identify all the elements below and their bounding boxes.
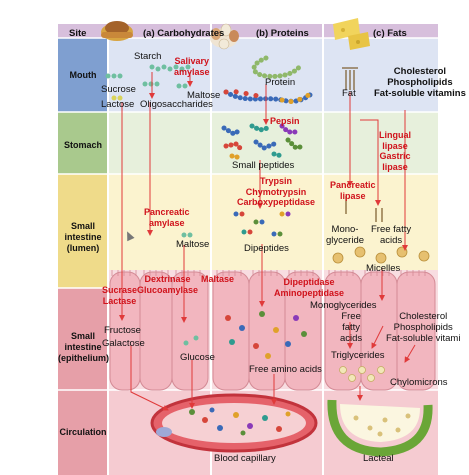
epithelium-lipids-list: Cholesterol Phospholipids Fat-soluble vi… (386, 311, 461, 344)
site-mouth-cell (58, 38, 108, 112)
site-stomach-cell (58, 112, 108, 174)
pepsin-label: Pepsin (270, 116, 300, 126)
micelles-label: Micelles (366, 263, 401, 274)
lingual-gastric-lipase-label: Lingual lipase Gastric lipase (379, 130, 411, 172)
fat-molecule-glyphs (342, 67, 383, 222)
header-site: Site (69, 28, 87, 39)
site-mouth: Mouth (69, 70, 97, 80)
starch-label: Starch (134, 51, 162, 62)
free-amino-acids-label: Free amino acids (249, 364, 322, 375)
brush-border-peptidases-label: Dipeptidase Aminopeptidase (274, 277, 345, 298)
site-circulation-cell (58, 390, 108, 475)
dipeptides (233, 211, 291, 237)
protein-label: Protein (265, 77, 296, 88)
site-lumen-cell (58, 174, 108, 288)
small-peptides (221, 123, 307, 161)
dextrinase-glucoamylase-label: Dextrinase Glucoamylase (137, 274, 199, 295)
free-fatty-acids-epi-label: Free fatty acids (340, 311, 363, 344)
dipeptides-label: Dipeptides (244, 243, 289, 254)
fat-label: Fat (342, 88, 356, 99)
blood-capillary-shape (150, 393, 318, 453)
galactose-label: Galactose (102, 338, 145, 349)
chylomicron-dots (339, 366, 385, 382)
small-peptides-label: Small peptides (232, 160, 295, 171)
lactose-label: Lactose (101, 99, 135, 110)
glucose-label: Glucose (180, 352, 215, 363)
monoglyceride-label: Mono- glyceride (326, 224, 365, 246)
carb-molecules (105, 64, 199, 346)
pancreatic-proteases-label: Trypsin Chymotrypsin Carboxypeptidase (237, 176, 316, 207)
sucrase-lactase-label: Sucrase Lactase (102, 285, 138, 306)
site-small-intestine-lumen: Small intestine (lumen) (64, 221, 102, 253)
salivary-amylase-label: Salivary amylase (174, 56, 210, 77)
maltose-lumen-label: Maltose (176, 239, 210, 250)
protein-chain (223, 55, 317, 105)
fructose-label: Fructose (104, 325, 141, 336)
mouth-lipids-list: Cholesterol Phospholipids Fat-soluble vi… (374, 66, 466, 99)
header-proteins: (b) Proteins (256, 28, 309, 39)
sucrose-label: Sucrose (101, 84, 136, 95)
pancreatic-amylase-label: Pancreatic amylase (144, 207, 190, 228)
triglycerides-label: Triglycerides (331, 350, 385, 361)
brush-border (111, 270, 426, 276)
pancreatic-lipase-label: Pancreatic lipase (330, 180, 376, 201)
site-small-intestine-epithelium: Small intestine (epithelium) (58, 331, 109, 363)
header-fats: (c) Fats (373, 28, 407, 39)
blood-capillary-label: Blood capillary (214, 453, 276, 464)
free-amino-acids-dots (225, 311, 307, 359)
site-epithelium-cell (58, 288, 108, 390)
lacteal-shape (327, 399, 433, 457)
site-circulation: Circulation (59, 427, 107, 437)
oligosaccharides-label: Oligosaccharides (140, 99, 213, 110)
lacteal-label: Lacteal (363, 453, 394, 464)
free-fatty-acids-lumen-label: Free fatty acids (371, 224, 412, 246)
monoglycerides-label: Monoglycerides (310, 300, 377, 311)
header-carbohydrates: (a) Carbohydrates (143, 28, 225, 39)
flow-arrows (119, 72, 416, 411)
chylomicrons-label: Chylomicrons (390, 377, 448, 388)
site-stomach: Stomach (63, 140, 102, 150)
eggs-bowl-icon (210, 23, 239, 50)
maltase-label: Maltase (201, 274, 235, 284)
bread-bowl-icon (101, 21, 133, 41)
maltose-mouth-label: Maltose (187, 90, 221, 101)
cheese-icon (333, 18, 370, 50)
